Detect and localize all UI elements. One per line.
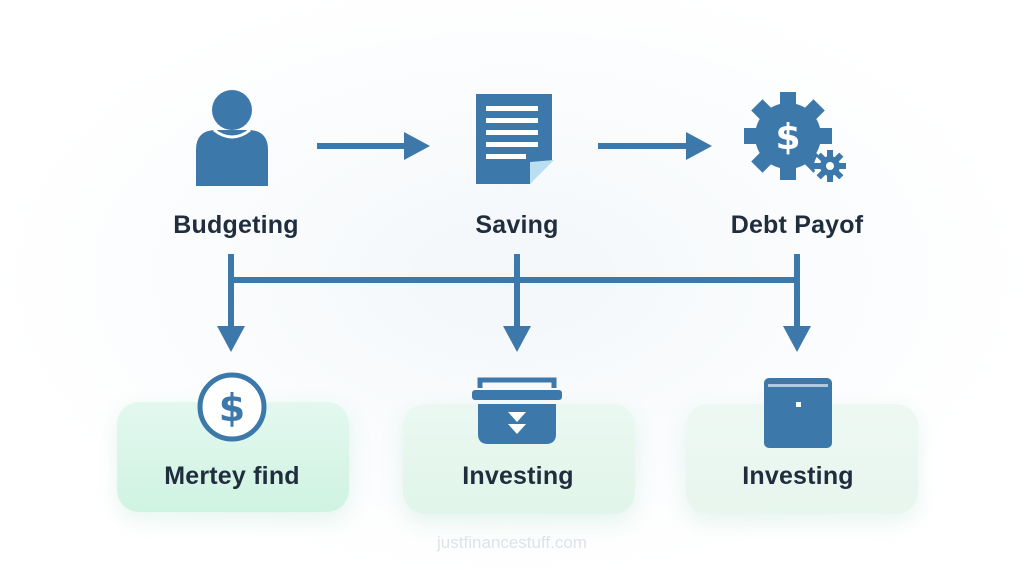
- stage-label-saving: Saving: [475, 211, 559, 239]
- basket-icon: [472, 377, 562, 444]
- arrow-saving-to-debt: [598, 132, 712, 160]
- dollar-coin-icon: $: [197, 372, 267, 442]
- arrow-budgeting-to-saving: [317, 132, 430, 160]
- arrow-down-right: [783, 254, 811, 352]
- svg-text:$: $: [775, 117, 800, 158]
- card-label-investing-1: Investing: [462, 462, 574, 490]
- dollar-gear-icon: $: [744, 92, 846, 182]
- svg-text:$: $: [219, 386, 245, 430]
- safe-icon: [764, 378, 832, 448]
- footer-watermark: justfinancestuff.com: [437, 533, 587, 552]
- card-label-investing-2: Investing: [742, 462, 854, 490]
- stage-label-debt-payoff: Debt Payof: [730, 211, 864, 239]
- arrow-down-middle: [503, 254, 531, 352]
- stage-label-budgeting: Budgeting: [173, 211, 299, 239]
- person-icon: [196, 90, 268, 186]
- card-label-mertey-find: Mertey find: [164, 462, 300, 490]
- document-icon: [476, 94, 554, 184]
- arrow-down-left: [217, 254, 245, 352]
